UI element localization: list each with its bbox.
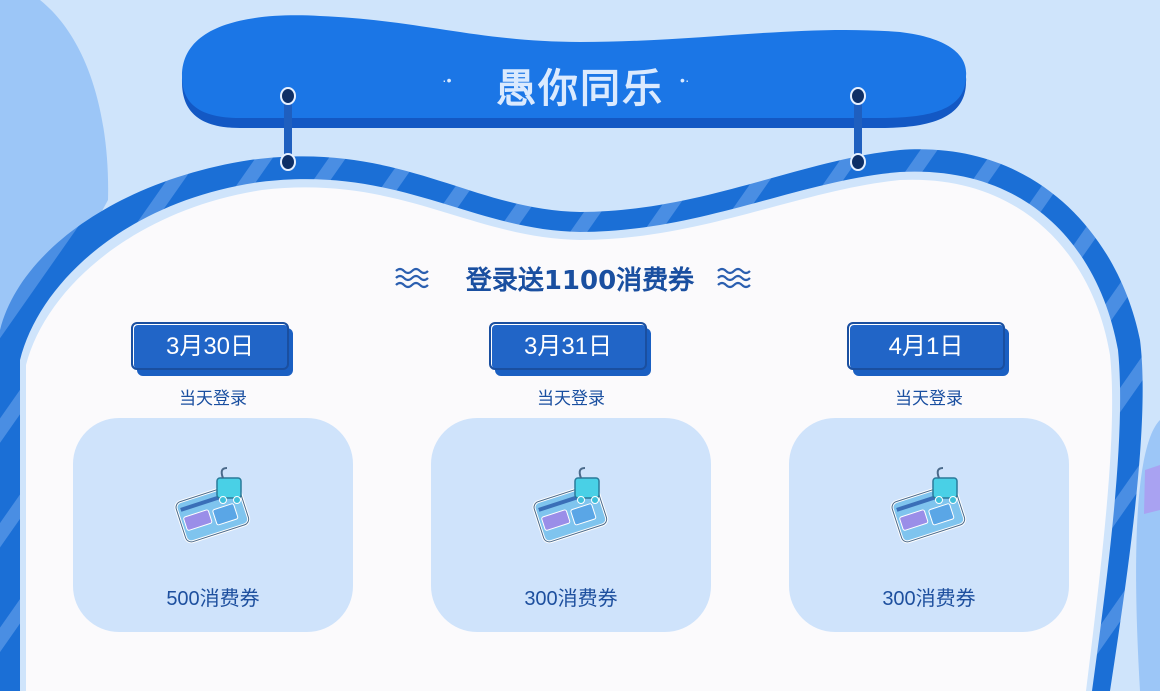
reward-amount: 500消费券 <box>166 588 260 610</box>
date-badge: 3月31日 <box>489 322 651 376</box>
coupon-icon <box>890 467 967 544</box>
decor-dots-left: ·• <box>442 72 452 88</box>
wave-icon <box>395 267 429 289</box>
decor-dots-right: •· <box>680 72 690 88</box>
strap-rings <box>280 87 866 171</box>
reward-amount: 300消费券 <box>524 588 618 610</box>
reward-card[interactable]: 300消费券 <box>789 418 1069 632</box>
coupon-icon <box>532 467 609 544</box>
section-heading: 登录送1100消费券 <box>465 266 695 296</box>
reward-card[interactable]: 500消费券 <box>73 418 353 632</box>
login-condition: 当天登录 <box>179 389 247 408</box>
title-banner <box>182 15 967 118</box>
banner-title: 愚你同乐 <box>496 66 664 112</box>
wave-icon <box>717 267 751 289</box>
reward-amount: 300消费券 <box>882 588 976 610</box>
date-label: 4月1日 <box>847 322 1005 370</box>
date-label: 3月31日 <box>489 322 647 370</box>
login-condition: 当天登录 <box>537 389 605 408</box>
date-badge: 4月1日 <box>847 322 1009 376</box>
reward-card[interactable]: 300消费券 <box>431 418 711 632</box>
date-badge: 3月30日 <box>131 322 293 376</box>
date-label: 3月30日 <box>131 322 289 370</box>
coupon-icon <box>174 467 251 544</box>
login-condition: 当天登录 <box>895 389 963 408</box>
